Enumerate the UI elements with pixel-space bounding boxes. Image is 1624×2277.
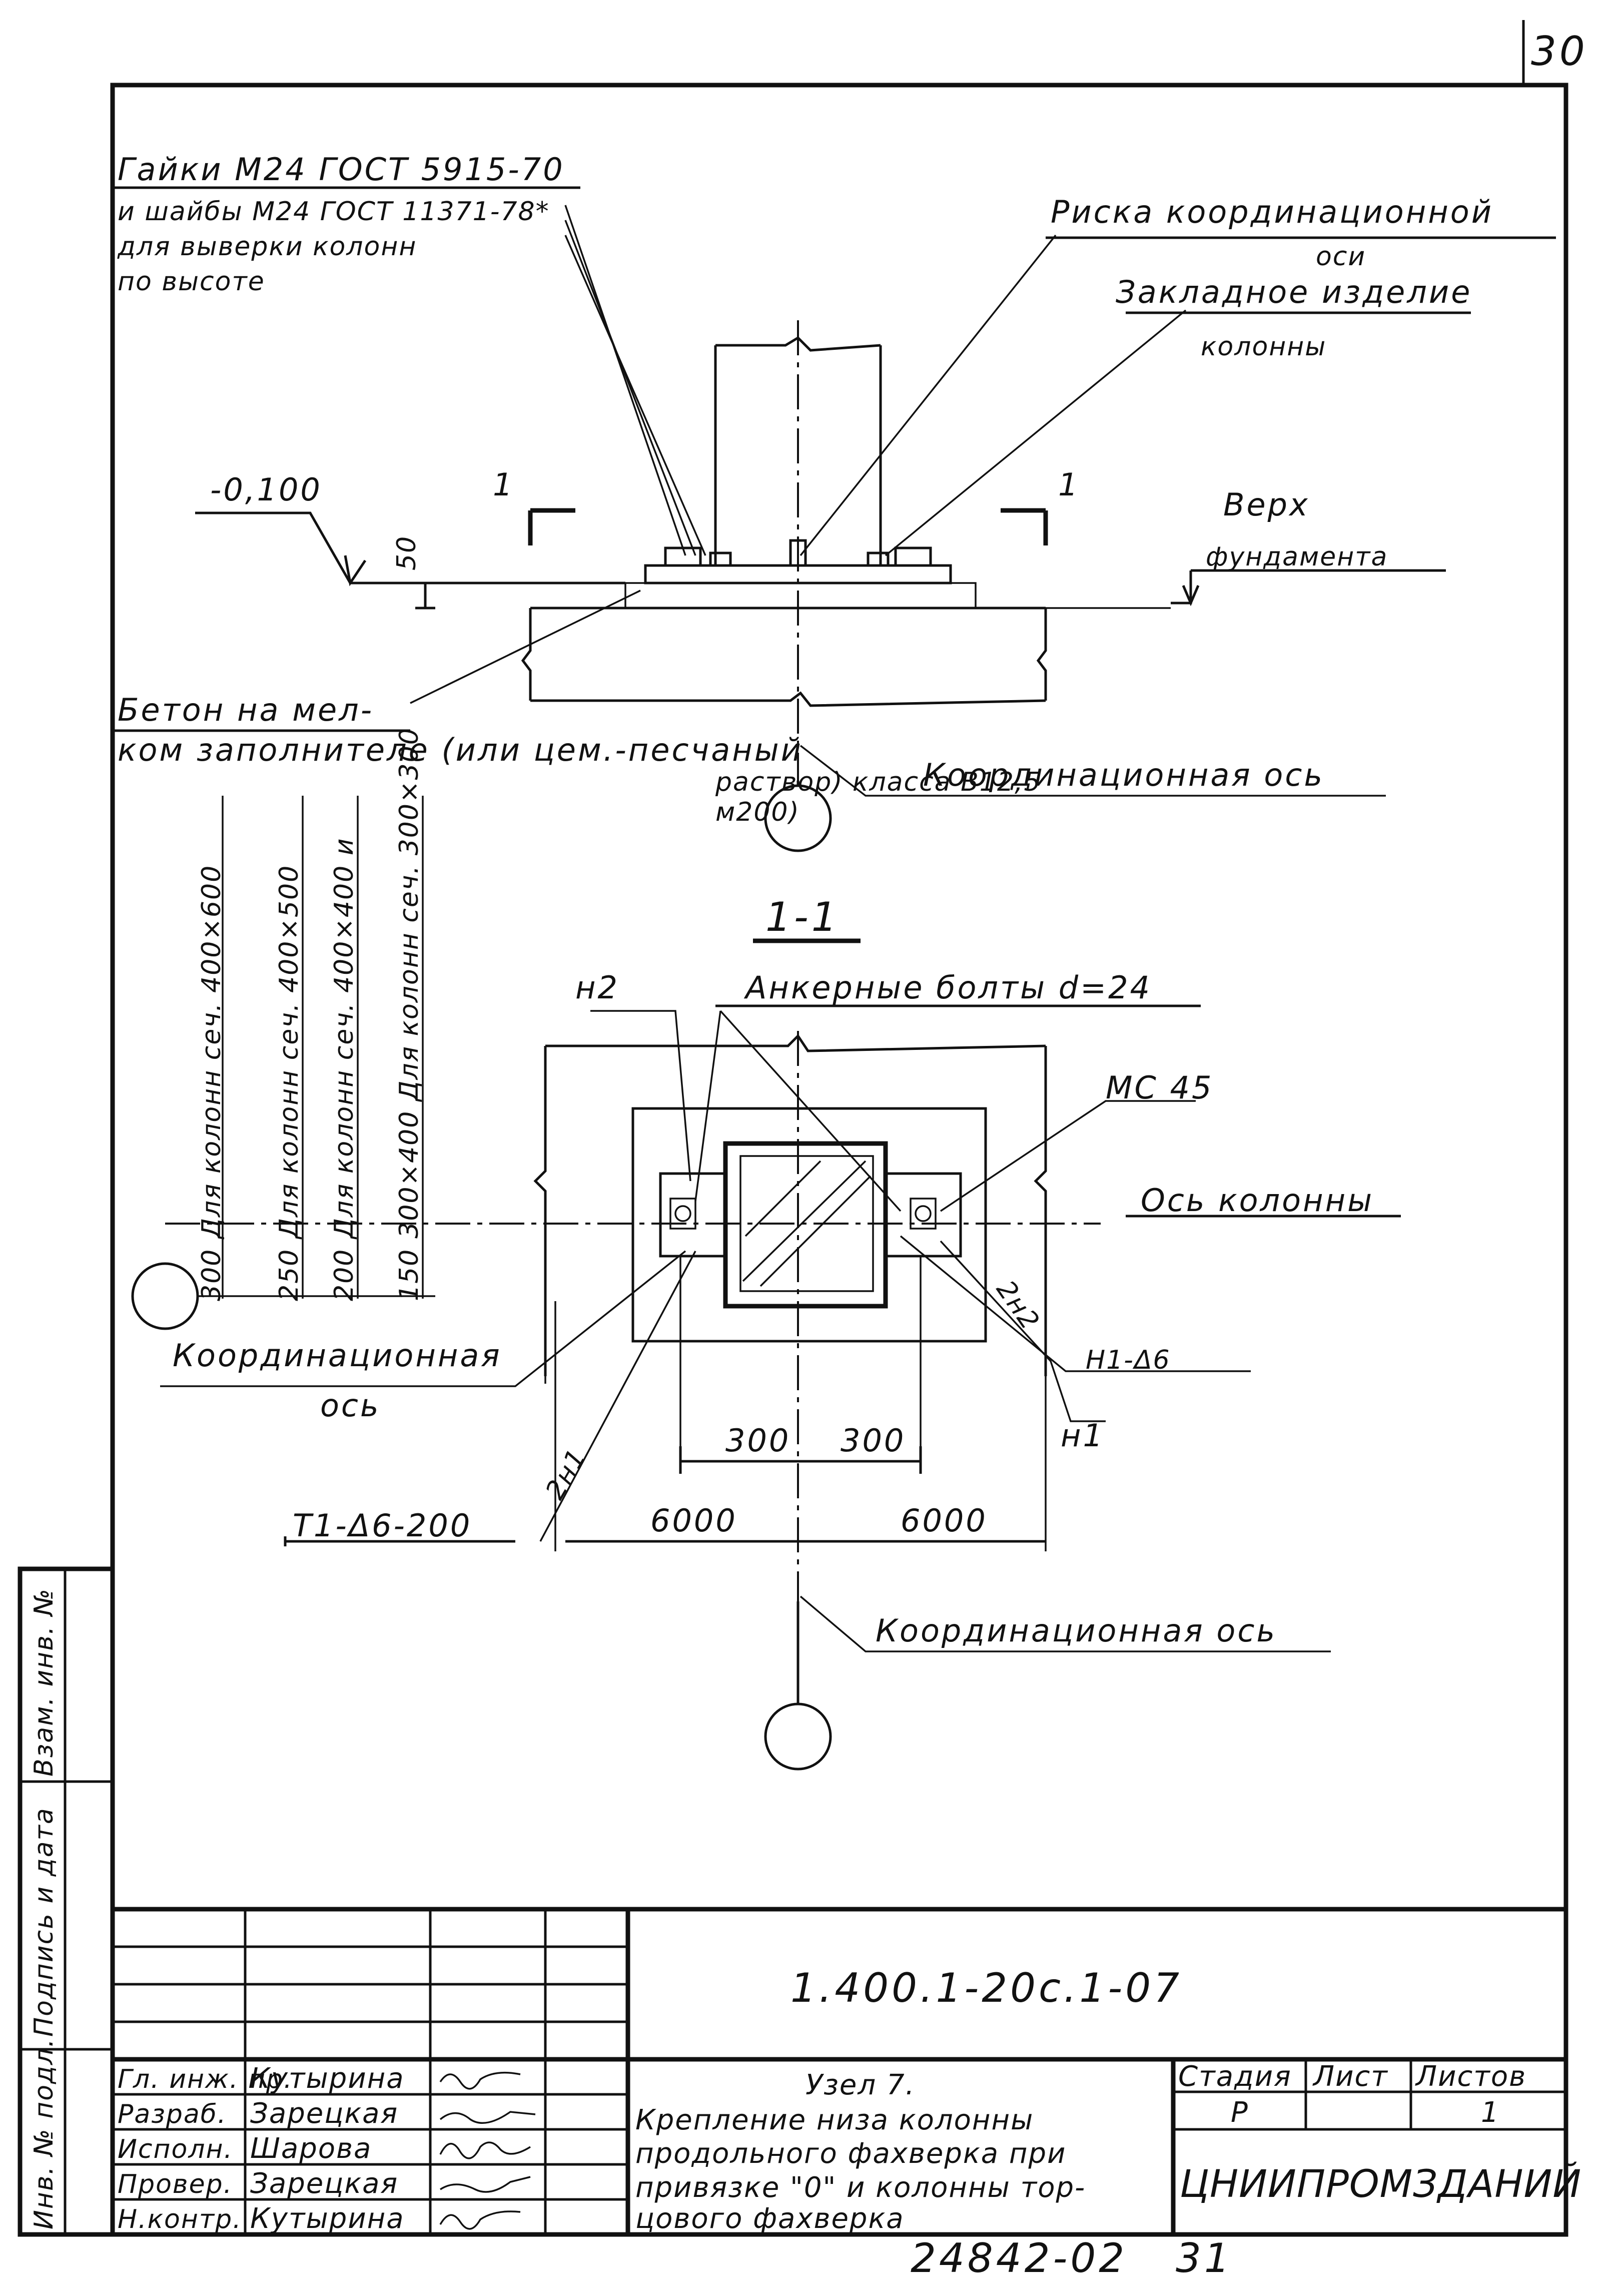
sheet-header: Лист xyxy=(1312,2060,1388,2093)
callout-risk-1: Риска координационной xyxy=(1051,194,1493,230)
callout-embed-2: колонны xyxy=(1201,332,1326,362)
callout-concrete-3: раствор) класса В12,5 xyxy=(715,767,1042,797)
title-line-5: цового фахверка xyxy=(635,2202,905,2235)
title-line-4: привязке "0" и колонны тор- xyxy=(635,2171,1086,2204)
bottom-code-group: 24842-02 31 xyxy=(911,2235,1233,2277)
callout-concrete-2: ком заполнителе (или цем.-песчаный xyxy=(118,732,803,768)
callout-risk-2: оси xyxy=(1316,242,1366,272)
name-3: Зарецкая xyxy=(250,2167,398,2200)
section-plan xyxy=(131,1010,1331,1771)
callout-n1: н1 xyxy=(1061,1417,1105,1454)
stage-value: Р xyxy=(1231,2096,1249,2129)
callout-coord-axis-1: Координационная ось xyxy=(923,757,1324,793)
plan-callouts: н2 Анкерные болты d=24 МС 45 Ось колонны… xyxy=(173,969,1401,1649)
top-foundation-2: фундамента xyxy=(1206,542,1388,572)
bottom-page: 31 xyxy=(1176,2235,1233,2277)
callout-n1-count: 2н1 xyxy=(540,1444,592,1505)
role-4: Н.контр. xyxy=(118,2204,242,2234)
callout-nuts-2: и шайбы М24 ГОСТ 11371-78* xyxy=(118,197,550,227)
dim-6000-right: 6000 xyxy=(901,1502,988,1539)
elevation-callouts: Гайки М24 ГОСТ 5915-70 и шайбы М24 ГОСТ … xyxy=(113,151,1556,827)
callout-embed-1: Закладное изделие xyxy=(1116,274,1472,310)
name-4: Кутырина xyxy=(250,2202,405,2235)
role-3: Провер. xyxy=(118,2169,233,2199)
callout-nuts-1: Гайки М24 ГОСТ 5915-70 xyxy=(118,151,565,188)
stage-header: Стадия xyxy=(1178,2060,1292,2093)
callout-coord-axis-left-1: Координационная xyxy=(173,1337,502,1374)
name-0: Кутырина xyxy=(250,2062,405,2095)
bottom-code: 24842-02 xyxy=(911,2235,1127,2277)
level-mark: -0,100 xyxy=(210,471,322,508)
organization: ЦНИИПРОМЗДАНИЙ xyxy=(1180,2161,1581,2206)
name-2: Шарова xyxy=(250,2132,372,2165)
dim-6000-left: 6000 xyxy=(650,1502,737,1539)
role-1: Разраб. xyxy=(118,2099,227,2129)
callout-concrete-1: Бетон на мел- xyxy=(118,692,374,728)
doc-code: 1.400.1-20с.1-07 xyxy=(790,1965,1182,2011)
title-line-3: продольного фахверка при xyxy=(635,2137,1066,2170)
title-line-1: Узел 7. xyxy=(805,2069,915,2101)
callout-coord-axis-left-2: ось xyxy=(320,1387,381,1424)
section-title-group: 1-1 xyxy=(753,894,861,943)
note-250: 250Для колонн сеч. 400×500 xyxy=(274,865,304,1301)
side-label-vzam: Взам. инв. № xyxy=(29,1588,59,1777)
dim-50: 50 xyxy=(392,535,422,571)
dim-300-right: 300 xyxy=(841,1422,906,1459)
dim-300-left: 300 xyxy=(725,1422,790,1459)
callout-concrete-4: м200) xyxy=(715,797,800,827)
role-2: Исполн. xyxy=(118,2134,233,2164)
side-stamp: Инв. № подл. Подпись и дата Взам. инв. № xyxy=(18,1566,115,2237)
callout-nuts-4: по высоте xyxy=(118,267,265,297)
callout-n2: н2 xyxy=(575,969,619,1006)
callout-anchor-bolts: Анкерные болты d=24 xyxy=(743,969,1152,1006)
sheet-number-box: 30 xyxy=(1522,20,1588,87)
signatures xyxy=(439,2071,536,2230)
callout-t1: Т1-Δ6-200 xyxy=(293,1507,472,1544)
section-title: 1-1 xyxy=(765,894,840,940)
elevation-view: 1 1 -0,100 Верх фундамента 50 xyxy=(195,205,1446,852)
callout-coord-axis-2: Координационная ось xyxy=(876,1612,1277,1649)
top-foundation-1: Верх xyxy=(1223,486,1310,523)
sheets-header: Листов xyxy=(1415,2060,1526,2093)
section-mark-right: 1 xyxy=(1058,466,1080,503)
note-150: 150300×400 Для колонн сеч. 300×300 xyxy=(394,727,424,1301)
callout-column-axis: Ось колонны xyxy=(1141,1182,1374,1219)
callout-h1: Н1-Δ6 xyxy=(1086,1345,1171,1375)
section-mark-left: 1 xyxy=(493,466,514,503)
column-size-notes: 300Для колонн сеч. 400×600 250Для колонн… xyxy=(197,727,424,1301)
title-block-text: 1.400.1-20с.1-07 Гл. инж. пр. Кутырина Р… xyxy=(118,1965,1581,2235)
sheet-number: 30 xyxy=(1531,28,1588,75)
title-line-2: Крепление низа колонны xyxy=(635,2104,1034,2136)
name-1: Зарецкая xyxy=(250,2097,398,2130)
side-label-sign: Подпись и дата xyxy=(29,1807,59,2037)
callout-nuts-3: для выверки колонн xyxy=(117,232,417,262)
role-0: Гл. инж. пр. xyxy=(118,2064,293,2094)
note-200: 200Для колонн сеч. 400×400 и xyxy=(329,838,359,1302)
side-label-inv: Инв. № подл. xyxy=(29,2038,59,2229)
note-300: 300Для колонн сеч. 400×600 xyxy=(197,865,227,1301)
callout-mc45: МС 45 xyxy=(1106,1069,1213,1106)
sheets-value: 1 xyxy=(1481,2096,1500,2129)
